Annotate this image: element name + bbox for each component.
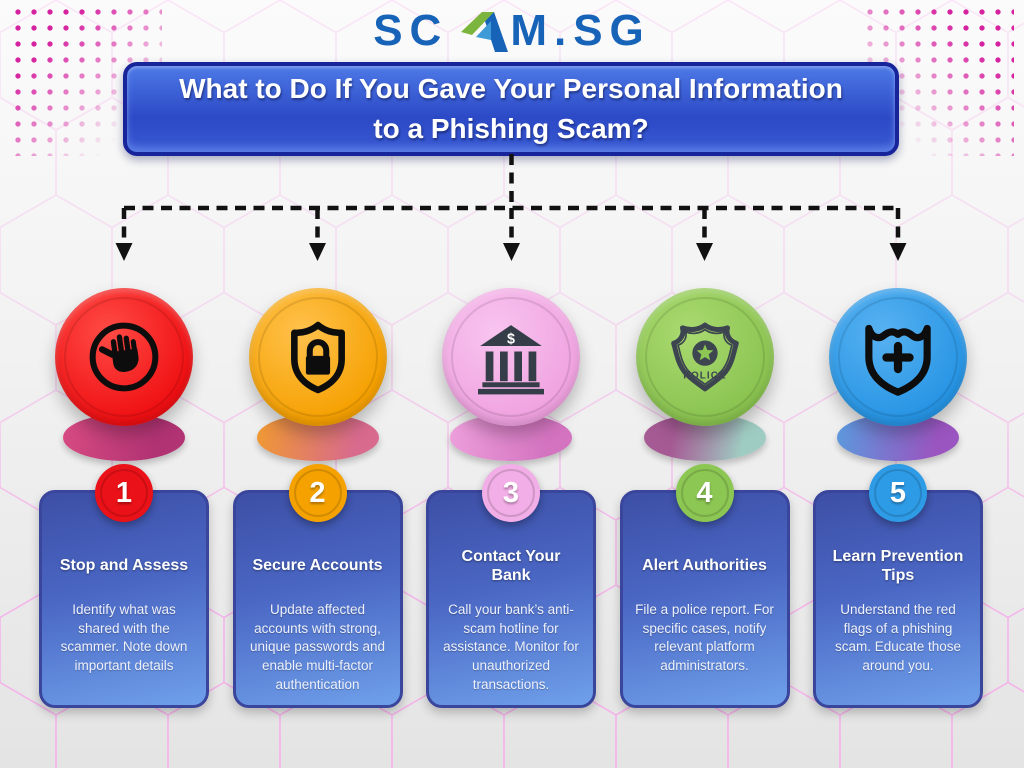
title-banner: What to Do If You Gave Your Personal Inf… bbox=[123, 62, 899, 156]
step-number: 4 bbox=[696, 476, 713, 509]
step-1-number-badge: 1 bbox=[95, 464, 153, 522]
logo-text-right: M.SG bbox=[510, 6, 651, 55]
logo-mountain-a-icon bbox=[461, 12, 509, 52]
step-3-icon-group: $ bbox=[442, 288, 580, 473]
title-line-2: to a Phishing Scam? bbox=[373, 113, 649, 144]
step-5-circle bbox=[828, 288, 967, 426]
step-description: File a police report. For specific cases… bbox=[635, 602, 774, 673]
step-card-1: 1 Stop and Assess Identify what was shar… bbox=[39, 464, 209, 708]
step-5-number-badge: 5 bbox=[869, 464, 927, 522]
logo-text-left: SC bbox=[373, 6, 449, 55]
step-description: Update affected accounts with strong, un… bbox=[249, 602, 386, 692]
title-line-1: What to Do If You Gave Your Personal Inf… bbox=[179, 73, 843, 104]
step-number: 5 bbox=[889, 476, 907, 509]
step-title: Learn Prevention Tips bbox=[832, 547, 964, 584]
step-number: 3 bbox=[502, 476, 520, 509]
shield-plus-icon bbox=[864, 324, 931, 396]
step-description: Call your bank’s anti-scam hotline for a… bbox=[443, 602, 579, 692]
step-card-2: 2 Secure Accounts Update affected accoun… bbox=[232, 464, 403, 708]
step-4-icon-group: POLICE bbox=[635, 288, 774, 473]
step-card-3: 3 Contact Your Bank Call your bank’s ant… bbox=[426, 464, 596, 708]
svg-text:POLICE: POLICE bbox=[683, 370, 726, 381]
step-2-circle bbox=[248, 288, 387, 426]
step-3-number-badge: 3 bbox=[482, 464, 540, 522]
step-1-circle bbox=[55, 288, 193, 426]
arrow-down-icon bbox=[115, 243, 907, 261]
step-5-icon-group bbox=[828, 288, 967, 473]
step-number: 1 bbox=[115, 476, 133, 509]
svg-text:$: $ bbox=[507, 331, 515, 347]
flow-connector bbox=[115, 154, 907, 261]
step-title: Contact Your Bank bbox=[461, 547, 561, 584]
bank-icon: $ bbox=[478, 325, 544, 395]
step-card-5: 5 Learn Prevention Tips Understand the r… bbox=[813, 464, 983, 708]
step-1-icon-group bbox=[55, 288, 193, 473]
step-title: Stop and Assess bbox=[59, 557, 189, 575]
step-3-circle: $ bbox=[442, 288, 580, 426]
step-2-icon-group bbox=[248, 288, 387, 473]
police-badge-icon: POLICE bbox=[670, 322, 739, 392]
shield-lock-icon bbox=[290, 321, 345, 394]
step-2-number-badge: 2 bbox=[288, 464, 347, 522]
logo: SC M.SG bbox=[0, 6, 1024, 56]
stop-hand-icon bbox=[89, 322, 159, 392]
step-title: Alert Authorities bbox=[642, 557, 767, 575]
step-number: 2 bbox=[309, 476, 326, 509]
step-title: Secure Accounts bbox=[252, 557, 383, 575]
step-4-number-badge: 4 bbox=[675, 464, 734, 522]
step-description: Understand the red flags of a phishing s… bbox=[834, 602, 962, 673]
step-description: Identify what was shared with the scamme… bbox=[60, 602, 188, 673]
step-4-circle: POLICE bbox=[635, 288, 774, 426]
step-card-4: 4 Alert Authorities File a police report… bbox=[619, 464, 790, 708]
